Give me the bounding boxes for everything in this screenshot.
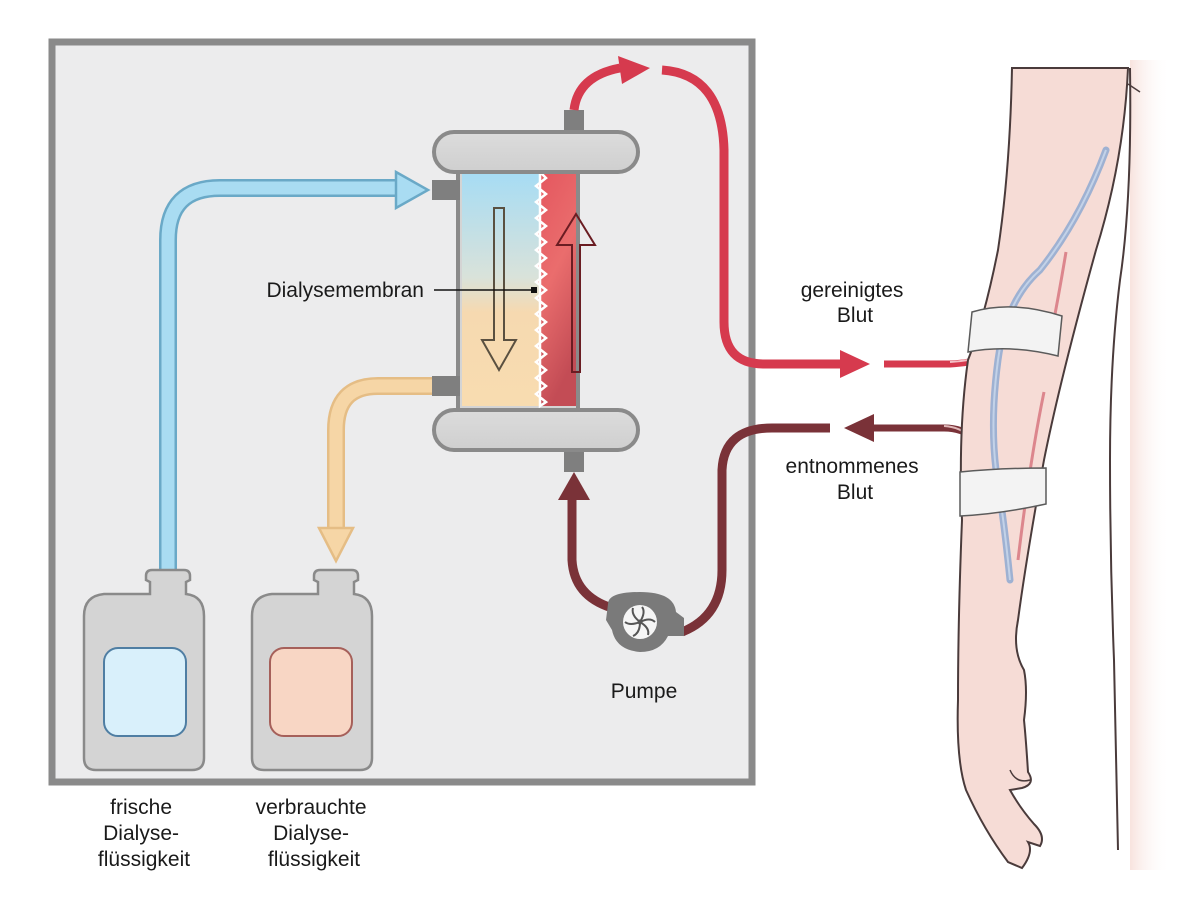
used-fluid-tube [316, 377, 432, 564]
membrane-label: Dialysemembran [266, 279, 424, 302]
fresh-fluid-arrowhead [394, 169, 431, 211]
dialyzer [432, 110, 640, 472]
fluid-inlet-port [432, 180, 460, 200]
pump-icon [606, 592, 684, 652]
clean-blood-arrowhead-top [618, 56, 650, 84]
membrane-pointer-dot [531, 287, 537, 293]
membrane-zigzag [533, 168, 549, 409]
fresh-fluid-label: frische Dialyse- flüssigkeit [98, 796, 190, 871]
tape-lower [959, 467, 1047, 517]
dialyzer-top-cap [432, 130, 640, 174]
fluid-flow-down-arrow [480, 207, 518, 373]
tape-upper [967, 306, 1063, 357]
drawn-blood-arrowhead-up [558, 472, 590, 500]
drawn-blood-arrowhead-left [844, 414, 874, 442]
pump-label: Pumpe [611, 680, 678, 703]
dialyzer-bottom-cap [432, 408, 640, 452]
fresh-fluid-bottle [82, 568, 206, 772]
clean-blood-label: gereinigtes Blut [801, 279, 910, 327]
clean-blood-arrowhead-right [840, 350, 870, 378]
blood-outlet-port [564, 110, 584, 134]
used-fluid-label: verbrauchte Dialyse- flüssigkeit [256, 796, 373, 871]
blood-flow-up-arrow [555, 212, 597, 373]
fluid-outlet-port [432, 376, 460, 396]
fresh-fluid-tube [159, 169, 431, 572]
drawn-blood-label: entnommenes Blut [786, 455, 925, 504]
blood-inlet-port [564, 450, 584, 472]
patient-arm [956, 60, 1170, 870]
used-fluid-arrowhead [316, 526, 356, 564]
used-fluid-bottle [250, 568, 374, 772]
